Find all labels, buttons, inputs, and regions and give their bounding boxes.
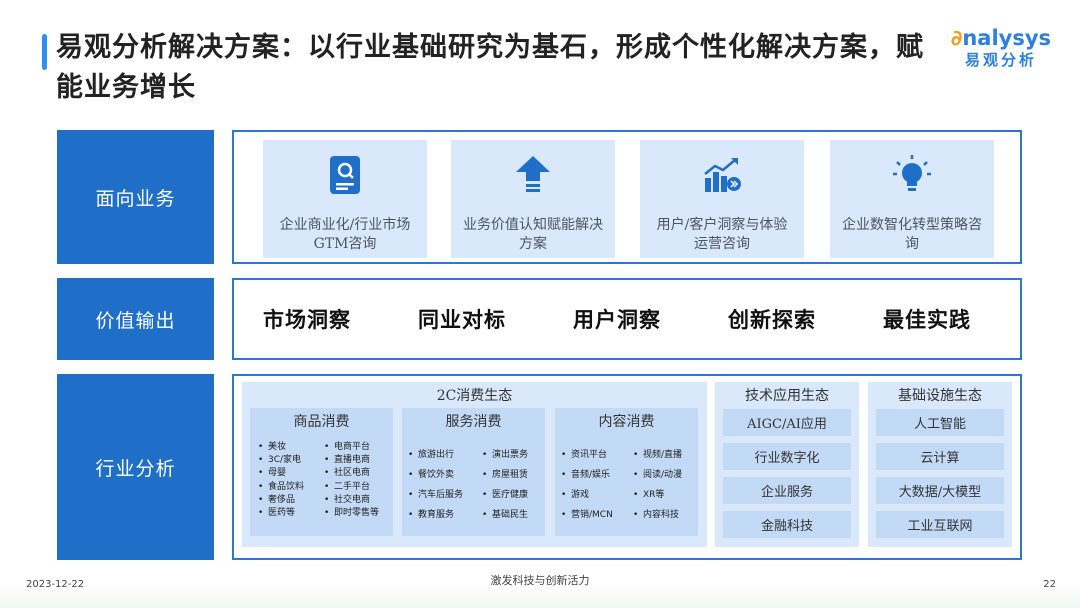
value-row: 市场洞察 同业对标 用户洞察 创新探索 最佳实践	[232, 278, 1022, 360]
business-card-label: 企业商业化/行业市场GTM咨询	[279, 217, 411, 252]
business-card-label: 业务价值认知赋能解决方案	[463, 217, 603, 252]
lightbulb-icon	[893, 155, 931, 191]
ecosystem-tile: 行业数字化	[723, 443, 851, 470]
logo-text-cn: 易观分析	[964, 51, 1037, 69]
ecosystem-tile: 金融科技	[723, 511, 851, 538]
footer-decoration	[0, 584, 1080, 608]
consulting-document-icon	[330, 156, 360, 194]
business-card: 用户/客户洞察与体验运营咨询	[640, 140, 804, 258]
list-item: 社区电商	[324, 467, 379, 480]
bullet-list: 电商平台 直播电商 社区电商 二手平台 社交电商 即时零售等	[324, 441, 379, 520]
list-item: 食品饮料	[258, 481, 304, 494]
consumer-ecosystem-title: 2C消费生态	[436, 388, 513, 404]
list-item: 游戏	[561, 485, 613, 505]
industry-row: 2C消费生态 商品消费 美妆 3C/家电 母婴 食品饮料 奢侈品 医药等 电商平…	[232, 374, 1022, 560]
ecosystem-tile: 工业互联网	[876, 511, 1004, 538]
list-item: 医疗健康	[482, 485, 528, 505]
growth-chart-icon	[704, 158, 741, 192]
bullet-list: 资讯平台 音频/娱乐 游戏 营销/MCN	[561, 445, 613, 525]
column-title: 内容消费	[598, 414, 655, 430]
bullet-list: 旅游出行 餐饮外卖 汽车后服务 教育服务	[408, 445, 463, 525]
bullet-list: 视频/直播 阅读/动漫 XR等 内容科技	[633, 445, 682, 525]
list-item: 房屋租赁	[482, 465, 528, 485]
row-label-value: 价值输出	[57, 278, 214, 360]
list-item: 医药等	[258, 507, 304, 520]
logo-text-en: ∂nalysys	[946, 26, 1056, 50]
list-item: 基础民生	[482, 505, 528, 525]
list-item: 演出票务	[482, 445, 528, 465]
value-item: 最佳实践	[883, 308, 971, 332]
page-number: 22	[1043, 579, 1056, 590]
value-item: 创新探索	[728, 308, 816, 332]
value-item: 用户洞察	[573, 308, 661, 332]
infra-ecosystem-panel: 基础设施生态 人工智能 云计算 大数据/大模型 工业互联网	[868, 382, 1012, 547]
list-item: 阅读/动漫	[633, 465, 682, 485]
infra-ecosystem-title: 基础设施生态	[898, 388, 982, 404]
tech-ecosystem-title: 技术应用生态	[745, 388, 829, 404]
service-consumption-column: 服务消费 旅游出行 餐饮外卖 汽车后服务 教育服务 演出票务 房屋租赁 医疗健康…	[402, 408, 545, 536]
list-item: XR等	[633, 485, 682, 505]
content-consumption-column: 内容消费 资讯平台 音频/娱乐 游戏 营销/MCN 视频/直播 阅读/动漫 XR…	[555, 408, 698, 536]
goods-consumption-column: 商品消费 美妆 3C/家电 母婴 食品饮料 奢侈品 医药等 电商平台 直播电商 …	[250, 408, 393, 536]
list-item: 母婴	[258, 467, 304, 480]
column-title: 商品消费	[293, 414, 350, 430]
ecosystem-tile: 人工智能	[876, 409, 1004, 436]
consumer-ecosystem-panel: 2C消费生态 商品消费 美妆 3C/家电 母婴 食品饮料 奢侈品 医药等 电商平…	[242, 382, 707, 547]
list-item: 旅游出行	[408, 445, 463, 465]
list-item: 营销/MCN	[561, 505, 613, 525]
footer-slogan: 激发科技与创新活力	[490, 574, 590, 587]
logo-letters: nalysys	[962, 26, 1052, 50]
bullet-list: 演出票务 房屋租赁 医疗健康 基础民生	[482, 445, 528, 525]
list-item: 即时零售等	[324, 507, 379, 520]
row-label-industry: 行业分析	[57, 374, 214, 560]
ecosystem-tile: 云计算	[876, 443, 1004, 470]
business-card: 企业商业化/行业市场GTM咨询	[263, 140, 427, 258]
business-card-label: 企业数智化转型策略咨询	[842, 217, 982, 252]
list-item: 直播电商	[324, 454, 379, 467]
list-item: 二手平台	[324, 481, 379, 494]
list-item: 美妆	[258, 441, 304, 454]
footer-date: 2023-12-22	[26, 579, 85, 590]
list-item: 音频/娱乐	[561, 465, 613, 485]
row-label-business: 面向业务	[57, 130, 214, 264]
title-accent-bar	[42, 34, 47, 70]
list-item: 资讯平台	[561, 445, 613, 465]
business-row: 企业商业化/行业市场GTM咨询 业务价值认知赋能解决方案 用户/客户洞察与体验运…	[232, 130, 1022, 264]
list-item: 内容科技	[633, 505, 682, 525]
business-card: 企业数智化转型策略咨询	[830, 140, 994, 258]
value-item: 市场洞察	[263, 308, 351, 332]
list-item: 汽车后服务	[408, 485, 463, 505]
ecosystem-tile: AIGC/AI应用	[723, 409, 851, 436]
list-item: 电商平台	[324, 441, 379, 454]
ecosystem-tile: 大数据/大模型	[876, 477, 1004, 504]
ecosystem-tile: 企业服务	[723, 477, 851, 504]
bullet-list: 美妆 3C/家电 母婴 食品饮料 奢侈品 医药等	[258, 441, 304, 520]
upload-arrow-icon	[516, 156, 550, 192]
column-title: 服务消费	[445, 414, 502, 430]
analysys-logo: ∂nalysys 易观分析	[946, 26, 1056, 70]
business-card: 业务价值认知赋能解决方案	[451, 140, 615, 258]
page-title: 易观分析解决方案：以行业基础研究为基石，形成个性化解决方案，赋能业务增长	[56, 32, 924, 103]
list-item: 社交电商	[324, 494, 379, 507]
list-item: 视频/直播	[633, 445, 682, 465]
logo-letter-a: ∂	[950, 26, 963, 50]
business-card-label: 用户/客户洞察与体验运营咨询	[656, 217, 788, 252]
tech-ecosystem-panel: 技术应用生态 AIGC/AI应用 行业数字化 企业服务 金融科技	[715, 382, 859, 547]
list-item: 餐饮外卖	[408, 465, 463, 485]
value-item: 同业对标	[418, 308, 506, 332]
list-item: 教育服务	[408, 505, 463, 525]
list-item: 3C/家电	[258, 454, 304, 467]
list-item: 奢侈品	[258, 494, 304, 507]
